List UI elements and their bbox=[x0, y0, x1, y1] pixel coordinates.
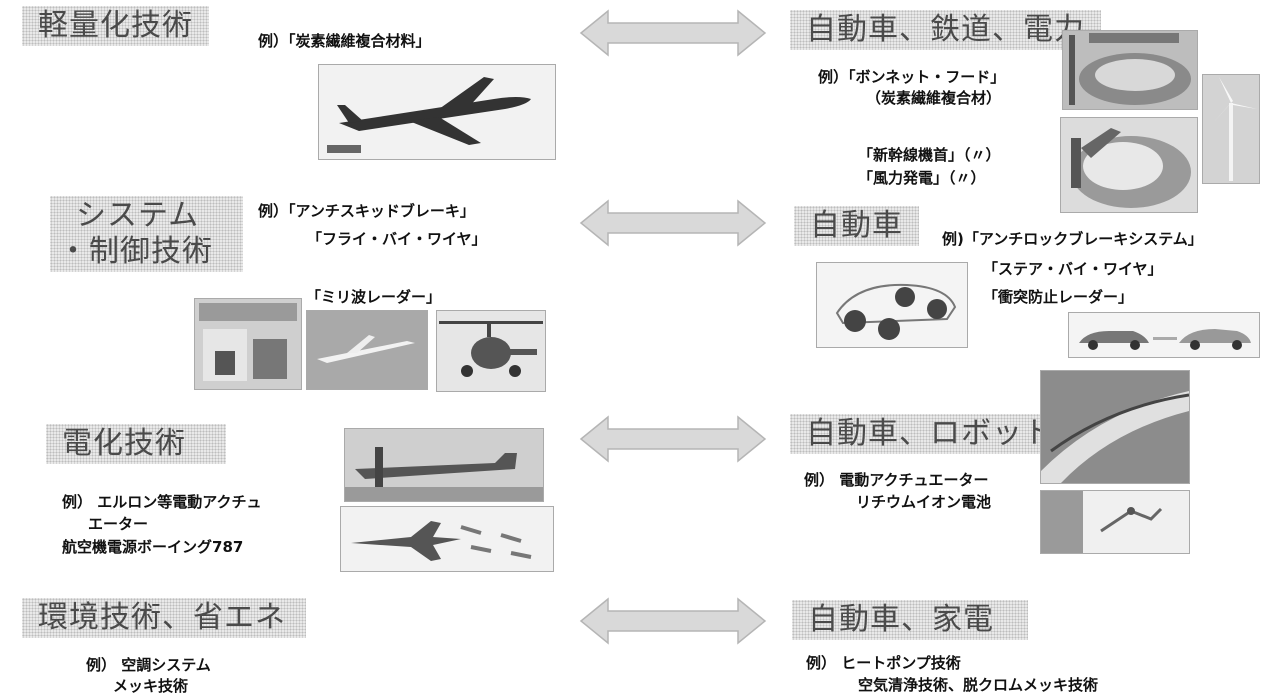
example-carbon-fiber: 例）「炭素繊維複合材料」 bbox=[258, 32, 431, 50]
heading-system-line2: ・制御技術 bbox=[58, 234, 213, 269]
double-arrow-icon bbox=[579, 597, 767, 645]
double-arrow-icon bbox=[579, 9, 767, 57]
car-hood-image bbox=[1062, 30, 1198, 110]
example-abs: 例)「アンチロックブレーキシステム」 bbox=[942, 230, 1203, 248]
heading-system-control-tech: システム ・制御技術 bbox=[50, 196, 243, 272]
example-heat-pump: 例） ヒートポンプ技術 bbox=[806, 654, 961, 672]
heading-electrification-tech: 電化技術 bbox=[46, 424, 226, 464]
example-wind-power: 「風力発電」（〃） bbox=[858, 169, 986, 187]
uav-aircraft-image bbox=[306, 310, 428, 390]
example-steer-by-wire: 「ステア・バイ・ワイヤ」 bbox=[983, 260, 1163, 278]
example-boeing-787-power: 航空機電源ボーイング787 bbox=[62, 538, 244, 556]
robot-arm-image bbox=[1040, 490, 1190, 554]
example-electric-actuator: 例） 電動アクチュエーター bbox=[804, 471, 989, 489]
example-air-conditioning: 例） 空調システム bbox=[86, 656, 211, 674]
double-arrow-icon bbox=[579, 199, 767, 247]
double-arrow-icon bbox=[579, 415, 767, 463]
fighter-jet-image bbox=[340, 506, 554, 572]
airplane-image bbox=[318, 64, 556, 160]
heading-automobile: 自動車 bbox=[794, 206, 919, 246]
example-antiskid-brake: 例）「アンチスキッドブレーキ」 bbox=[258, 202, 475, 220]
example-aileron-actuator-line2: エーター bbox=[88, 515, 149, 533]
radar-equipment-image bbox=[194, 298, 302, 390]
helicopter-image bbox=[436, 310, 546, 392]
example-collision-radar: 「衝突防止レーダー」 bbox=[983, 288, 1134, 306]
maglev-train-image bbox=[1040, 370, 1190, 484]
example-fly-by-wire: 「フライ・バイ・ワイヤ」 bbox=[307, 230, 487, 248]
cars-radar-image bbox=[1068, 312, 1260, 358]
example-plating-tech: メッキ技術 bbox=[113, 677, 189, 695]
heading-system-line1: システム bbox=[76, 198, 200, 233]
example-air-purify-dechrome: 空気清浄技術、脱クロムメッキ技術 bbox=[858, 676, 1099, 694]
example-shinkansen-nose: 「新幹線機首」（〃） bbox=[858, 146, 1001, 164]
example-mmwave-radar: 「ミリ波レーダー」 bbox=[306, 288, 442, 306]
wind-turbine-image bbox=[1202, 74, 1260, 184]
example-aileron-actuator-line1: 例） エルロン等電動アクチュ bbox=[62, 493, 262, 511]
heading-lightweight-tech: 軽量化技術 bbox=[22, 6, 209, 46]
heading-auto-appliances: 自動車、家電 bbox=[792, 600, 1028, 640]
example-bonnet-material: （炭素繊維複合材） bbox=[866, 89, 1002, 107]
heading-auto-rail-power: 自動車、鉄道、電力 bbox=[790, 10, 1101, 50]
example-bonnet-hood: 例）「ボンネット・フード」 bbox=[818, 68, 1006, 86]
car-chassis-image bbox=[816, 262, 968, 348]
shinkansen-image bbox=[1060, 117, 1198, 213]
heading-auto-robot: 自動車、ロボット bbox=[790, 414, 1070, 454]
heading-environment-energy-saving: 環境技術、省エネ bbox=[22, 598, 306, 638]
propeller-aircraft-image bbox=[344, 428, 544, 502]
example-lithium-ion-battery: リチウムイオン電池 bbox=[856, 493, 992, 511]
